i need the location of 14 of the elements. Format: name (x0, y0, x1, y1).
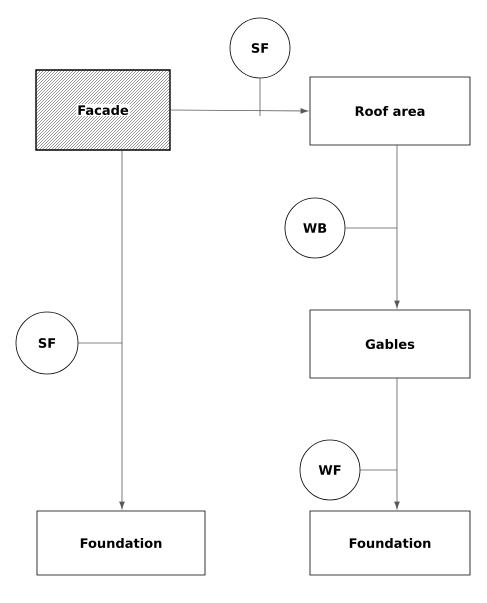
arrow (170, 108, 308, 114)
arrow (394, 145, 400, 308)
arrow (394, 378, 400, 510)
circle-node: SF (230, 18, 290, 78)
connector-line (78, 342, 122, 344)
circle-node: WB (284, 198, 346, 258)
circle-node: SF (16, 312, 78, 374)
process-box: Foundation (36, 510, 206, 576)
hatched-box: Facade (35, 69, 171, 151)
process-box: Gables (310, 310, 470, 378)
arrow (119, 150, 125, 510)
process-box: Roof area (310, 76, 470, 146)
circle-node: WF (300, 440, 360, 500)
process-box: Foundation (310, 510, 470, 576)
